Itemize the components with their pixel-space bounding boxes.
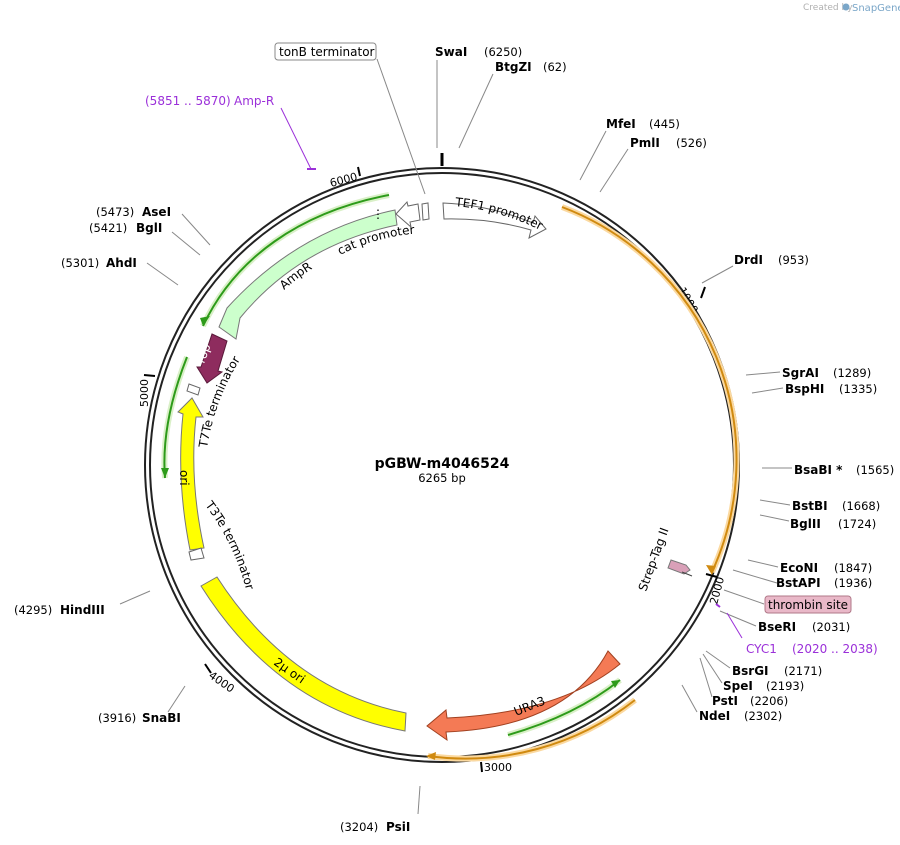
plasmid-name: pGBW-m4046524 <box>375 456 510 472</box>
primer-range-cyc1: (2020 .. 2038) <box>792 642 878 656</box>
site-name[interactable]: DrdI <box>734 253 763 267</box>
tick-mark-4000 <box>204 663 212 674</box>
site-pos: (1289) <box>833 366 871 380</box>
site-pos: (1847) <box>834 561 872 575</box>
orf-arrowhead-rop <box>161 468 169 478</box>
site-pos: (445) <box>649 117 680 131</box>
feature-thrombin-marker <box>681 571 693 577</box>
feature-t7te-terminator[interactable] <box>186 383 201 396</box>
site-pos: (2302) <box>744 709 782 723</box>
feature-rop[interactable] <box>196 333 228 384</box>
site-name[interactable]: BseRI <box>758 620 796 634</box>
feature-ori[interactable] <box>177 397 205 551</box>
site-name[interactable]: SgrAI <box>782 366 819 380</box>
ori-label: ori <box>177 470 191 486</box>
site-name[interactable]: SnaBI <box>142 711 181 725</box>
feature-cat-promoter[interactable] <box>395 200 421 229</box>
site-pos: (953) <box>778 253 809 267</box>
primer-range-amp-r: (5851 .. 5870) <box>145 94 231 108</box>
site-name[interactable]: PmlI <box>630 136 660 150</box>
orf-arrowhead-ura3 <box>611 680 620 688</box>
site-pos: (4295) <box>14 603 52 617</box>
site-name[interactable]: SwaI <box>435 45 467 59</box>
orf-line-ampr <box>202 194 390 327</box>
primer-name-amp-r: Amp-R <box>234 94 274 108</box>
orf-line-rop <box>163 356 188 479</box>
credit-text: Created by <box>803 3 853 13</box>
site-pos: (5421) <box>89 221 127 235</box>
site-pos: (1668) <box>842 499 880 513</box>
site-pos: (5301) <box>61 256 99 270</box>
site-name[interactable]: HindIII <box>60 603 105 617</box>
site-pos: (5473) <box>96 205 134 219</box>
site-name[interactable]: PstI <box>712 694 738 708</box>
site-pos: (6250) <box>484 45 522 59</box>
tick-mark-1000 <box>700 286 706 299</box>
site-name[interactable]: BsrGI <box>732 664 769 678</box>
orf-arrowhead-long <box>706 565 716 575</box>
thrombin-label: thrombin site <box>768 598 848 612</box>
feature-t3te-terminator[interactable] <box>188 547 205 561</box>
tonb-label-box <box>274 42 377 61</box>
site-name[interactable]: NdeI <box>699 709 730 723</box>
site-name[interactable]: EcoNI <box>780 561 818 575</box>
tick-mark-6000 <box>357 166 361 177</box>
t3te-label: T3Te terminator <box>202 498 257 591</box>
site-name[interactable]: BtgZI <box>495 60 532 74</box>
site-name[interactable]: BsaBI * <box>794 463 843 477</box>
orf-arrowhead-ampr <box>200 316 210 326</box>
site-pos: (526) <box>676 136 707 150</box>
site-pos: (2206) <box>750 694 788 708</box>
tick-mark-5000 <box>143 374 156 377</box>
thrombin-label-box <box>764 595 852 614</box>
site-name[interactable]: AhdI <box>106 256 137 270</box>
site-pos: (1335) <box>839 382 877 396</box>
site-name[interactable]: BglI <box>136 221 162 235</box>
rop-label: rop <box>194 342 214 365</box>
site-pos: (2193) <box>766 679 804 693</box>
feature-tef1-promoter[interactable] <box>442 202 547 239</box>
orf-arrowhead-bottom <box>426 752 436 760</box>
site-name[interactable]: AseI <box>142 205 171 219</box>
plasmid-size: 6265 bp <box>418 471 466 485</box>
site-pos: (62) <box>543 60 567 74</box>
primer-mark-cyc1 <box>715 603 721 608</box>
tick-marks <box>143 166 718 773</box>
credit-brand: SnapGene <box>852 3 900 14</box>
feature-ampr[interactable] <box>218 209 398 340</box>
site-pos: (1936) <box>834 576 872 590</box>
site-pos: (3204) <box>340 820 378 834</box>
primer-name-cyc1: CYC1 <box>746 642 777 656</box>
feature-ura3[interactable] <box>426 650 621 742</box>
strep-tag-label: Strep-Tag II <box>636 526 672 593</box>
site-name[interactable]: BspHI <box>785 382 824 396</box>
site-name[interactable]: SpeI <box>723 679 753 693</box>
tick-label-4000: 4000 <box>206 669 236 696</box>
tonb-label: tonB terminator <box>279 45 375 59</box>
snapgene-logo-icon <box>842 3 850 11</box>
site-name[interactable]: BglII <box>790 517 821 531</box>
site-pos: (1724) <box>838 517 876 531</box>
tick-label-3000: 3000 <box>484 761 512 774</box>
feature-tonb-terminator[interactable] <box>421 202 430 221</box>
site-name[interactable]: MfeI <box>606 117 636 131</box>
site-pos: (2171) <box>784 664 822 678</box>
cat-dots: ⋮ <box>372 207 384 221</box>
site-name[interactable]: BstBI <box>792 499 828 513</box>
tick-label-5000: 5000 <box>138 379 151 407</box>
orf-line-ura3 <box>507 679 621 736</box>
orf-line-long <box>561 206 738 573</box>
leader-lines <box>119 58 792 815</box>
feature-2mu-ori[interactable] <box>200 576 407 732</box>
tick-mark-3000 <box>480 761 483 773</box>
tick-mark-2000 <box>705 573 718 578</box>
site-pos: (2031) <box>812 620 850 634</box>
site-name[interactable]: BstAPI <box>776 576 821 590</box>
feature-strep-tag[interactable] <box>667 559 691 575</box>
site-pos: (3916) <box>98 711 136 725</box>
site-name[interactable]: PsiI <box>386 820 410 834</box>
orf-line-bottom <box>427 699 636 760</box>
site-pos: (1565) <box>856 463 894 477</box>
